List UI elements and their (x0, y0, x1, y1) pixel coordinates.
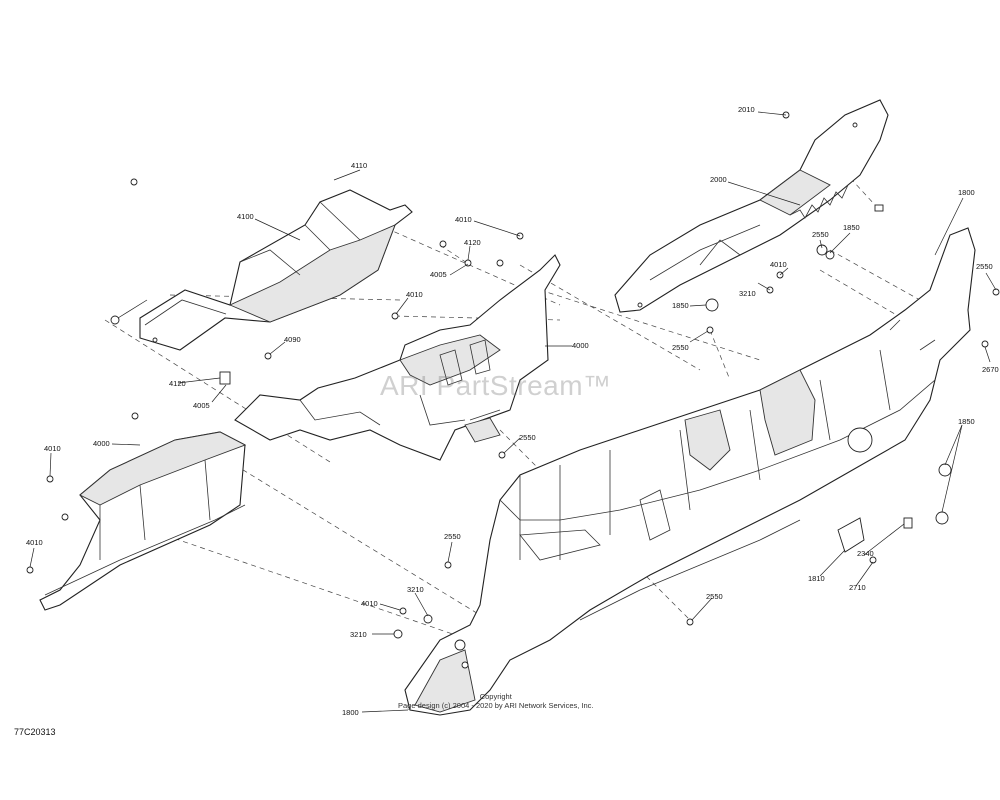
callout-1850: 1850 (843, 223, 860, 232)
callout-4010: 4010 (26, 538, 43, 547)
upper-bracket-4000 (234, 254, 561, 461)
callout-4100: 4100 (237, 212, 254, 221)
lower-duct-4000 (39, 431, 247, 611)
callout-2550: 2550 (812, 230, 829, 239)
callout-3210: 3210 (407, 585, 424, 594)
callout-1850: 1850 (958, 417, 975, 426)
callout-3210: 3210 (350, 630, 367, 639)
side-panel-2000 (614, 99, 889, 313)
callout-4010: 4010 (361, 599, 378, 608)
callout-4000: 4000 (93, 439, 110, 448)
callout-4000: 4000 (572, 341, 589, 350)
callout-3210: 3210 (739, 289, 756, 298)
callout-2670: 2670 (982, 365, 999, 374)
callout-labels: 2010 2000 1800 2550 1850 4010 3210 2550 … (26, 105, 999, 717)
copyright-line-1: Copyright (479, 692, 512, 701)
callout-2550: 2550 (706, 592, 723, 601)
callout-2340: 2340 (857, 549, 874, 558)
callout-4010: 4010 (770, 260, 787, 269)
callout-1800: 1800 (342, 708, 359, 717)
copyright-line-2: Page design (c) 2004 - 2020 by ARI Netwo… (398, 701, 594, 710)
callout-4090: 4090 (284, 335, 301, 344)
callout-2550: 2550 (444, 532, 461, 541)
upper-duct-4100 (139, 189, 413, 351)
callout-1810: 1810 (808, 574, 825, 583)
watermark-text: ARI PartStream™ (380, 370, 612, 401)
callout-4120: 4120 (464, 238, 481, 247)
callout-4110: 4110 (351, 161, 367, 170)
callout-2010: 2010 (738, 105, 755, 114)
callout-4005: 4005 (193, 401, 210, 410)
callout-4010: 4010 (44, 444, 61, 453)
callout-2550: 2550 (672, 343, 689, 352)
callout-4005: 4005 (430, 270, 447, 279)
callout-2550: 2550 (519, 433, 536, 442)
callout-2550: 2550 (976, 262, 993, 271)
figure-code: 77C20313 (14, 727, 56, 737)
callout-4120: 4120 (169, 379, 186, 388)
callout-1800: 1800 (958, 188, 975, 197)
callout-4010: 4010 (406, 290, 423, 299)
callout-1850: 1850 (672, 301, 689, 310)
main-panel-1800 (404, 227, 976, 716)
callout-2000: 2000 (710, 175, 727, 184)
callout-4010: 4010 (455, 215, 472, 224)
copyright-notice: Copyright Page design (c) 2004 - 2020 by… (398, 692, 594, 710)
callout-2710: 2710 (849, 583, 866, 592)
leader-lines (29, 111, 997, 713)
